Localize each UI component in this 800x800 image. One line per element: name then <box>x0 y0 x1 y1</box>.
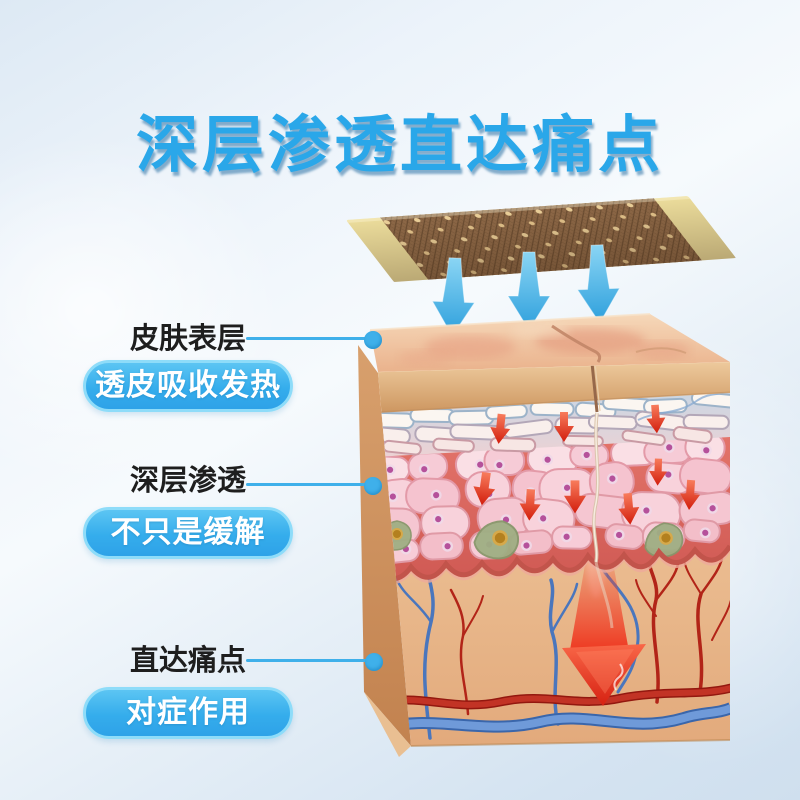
callout-line <box>246 659 368 662</box>
blood-vessels <box>394 556 730 740</box>
callout-dot <box>365 653 383 671</box>
callout-dot <box>364 331 382 349</box>
callout-line <box>246 483 368 486</box>
callout-label: 皮肤表层 <box>129 323 246 355</box>
skin-block <box>358 313 731 757</box>
skin-side-face <box>358 345 411 746</box>
block-bottom-edge <box>410 739 731 747</box>
skin-crack <box>592 412 614 629</box>
herbal-plaster-icon <box>346 195 737 283</box>
callout-label: 深层渗透 <box>129 465 246 497</box>
basal-green-cells <box>378 516 686 563</box>
skin-top-surface <box>369 313 730 372</box>
callout-label: 直达痛点 <box>129 645 246 677</box>
callout-pill: 对症作用 <box>83 687 293 739</box>
white-cell-band <box>378 389 730 457</box>
callout-pill: 不只是缓解 <box>83 507 293 559</box>
callout-dot <box>364 477 382 495</box>
page-title: 深层渗透直达痛点 <box>135 110 664 180</box>
callout-line <box>246 337 368 340</box>
skin-bottom-facet <box>364 692 411 757</box>
callout-pill: 透皮吸收发热 <box>83 360 293 412</box>
